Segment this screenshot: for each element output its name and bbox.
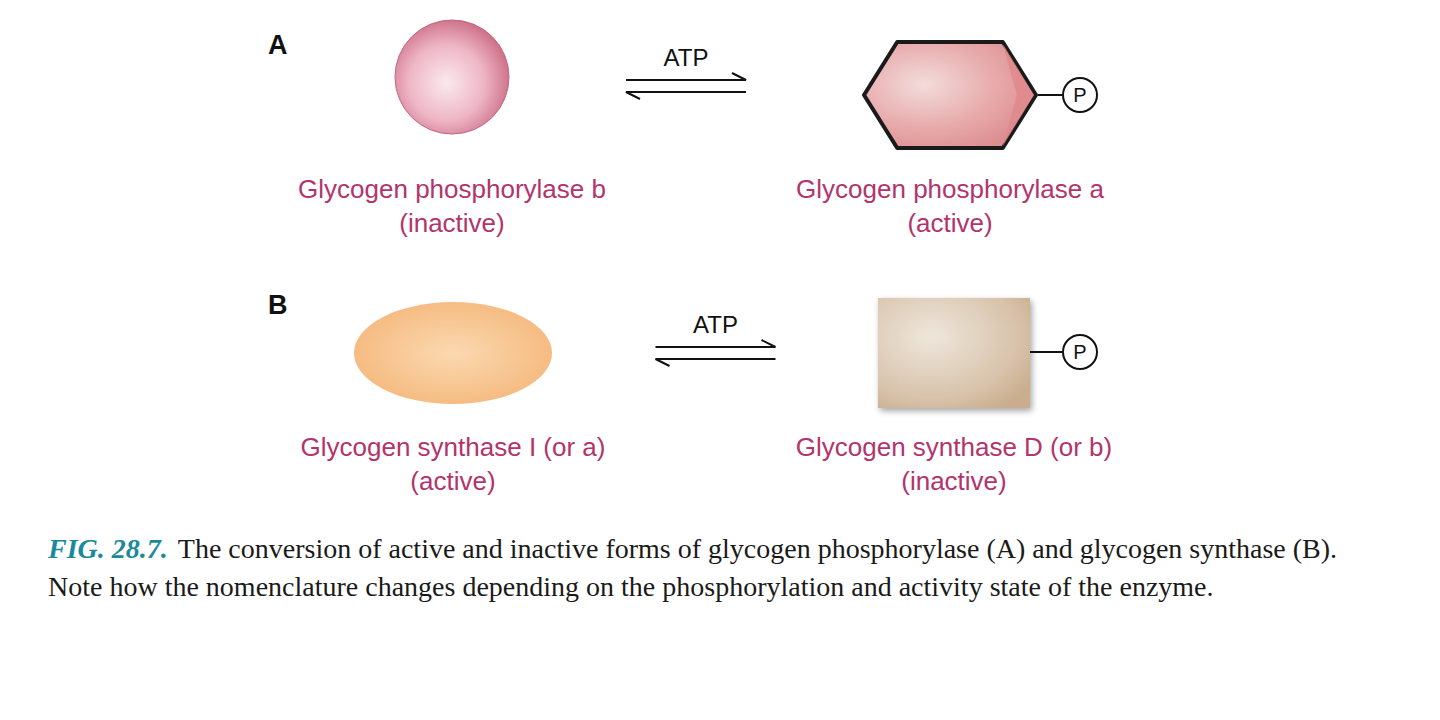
reversible-arrow — [626, 73, 746, 99]
forward-harpoon — [626, 73, 746, 80]
figure-number: FIG. 28.7. — [48, 533, 168, 564]
edge-label: ATP — [664, 44, 709, 72]
enzyme-label: Glycogen synthase D (or b)(inactive) — [796, 430, 1112, 498]
enzyme-label: Glycogen phosphorylase b(inactive) — [298, 172, 606, 240]
hexagon-facet — [1003, 44, 1034, 146]
panel-letter: A — [268, 30, 288, 61]
activity-state: (active) — [301, 464, 606, 498]
circle-shape — [394, 19, 510, 135]
phosphate-label: P — [1063, 78, 1097, 112]
enzyme-hexagon — [864, 42, 1036, 148]
phosphate-bond — [1038, 94, 1062, 96]
reverse-harpoon — [656, 359, 776, 366]
enzyme-label: Glycogen phosphorylase a(active) — [796, 172, 1104, 240]
circle-enzyme-node: Glycogen phosphorylase b(inactive) — [394, 19, 510, 135]
hex-shape — [862, 40, 1038, 150]
phosphate-label: P — [1063, 335, 1097, 369]
edge-label: ATP — [693, 311, 738, 339]
square-enzyme-node: Glycogen synthase D (or b)(inactive) — [878, 298, 1030, 408]
enzyme-name: Glycogen phosphorylase b — [298, 172, 606, 206]
ellipse-enzyme-node: Glycogen synthase I (or a)(active) — [353, 301, 553, 405]
ellipse-shape — [353, 301, 553, 405]
activity-state: (active) — [796, 206, 1104, 240]
activity-state: (inactive) — [298, 206, 606, 240]
enzyme-name: Glycogen synthase D (or b) — [796, 430, 1112, 464]
figure-caption: The conversion of active and inactive fo… — [48, 533, 1337, 602]
phosphate-circle — [1063, 78, 1097, 112]
phosphate-symbols — [1030, 78, 1097, 369]
activity-state: (inactive) — [796, 464, 1112, 498]
enzyme-circle — [395, 20, 509, 134]
reverse-harpoon — [626, 92, 746, 99]
reversible-arrow — [656, 340, 776, 366]
panel-letter: B — [268, 290, 288, 321]
enzyme-name: Glycogen phosphorylase a — [796, 172, 1104, 206]
phosphate-bond — [1030, 351, 1062, 353]
phosphate-circle — [1063, 335, 1097, 369]
enzyme-square — [878, 298, 1030, 408]
enzyme-ellipse — [354, 302, 552, 404]
figure-caption-block: FIG. 28.7.The conversion of active and i… — [48, 530, 1388, 606]
enzyme-label: Glycogen synthase I (or a)(active) — [301, 430, 606, 498]
enzyme-name: Glycogen synthase I (or a) — [301, 430, 606, 464]
square-shape — [878, 298, 1030, 408]
forward-harpoon — [656, 340, 776, 347]
hex-enzyme-node: Glycogen phosphorylase a(active) — [862, 40, 1038, 150]
